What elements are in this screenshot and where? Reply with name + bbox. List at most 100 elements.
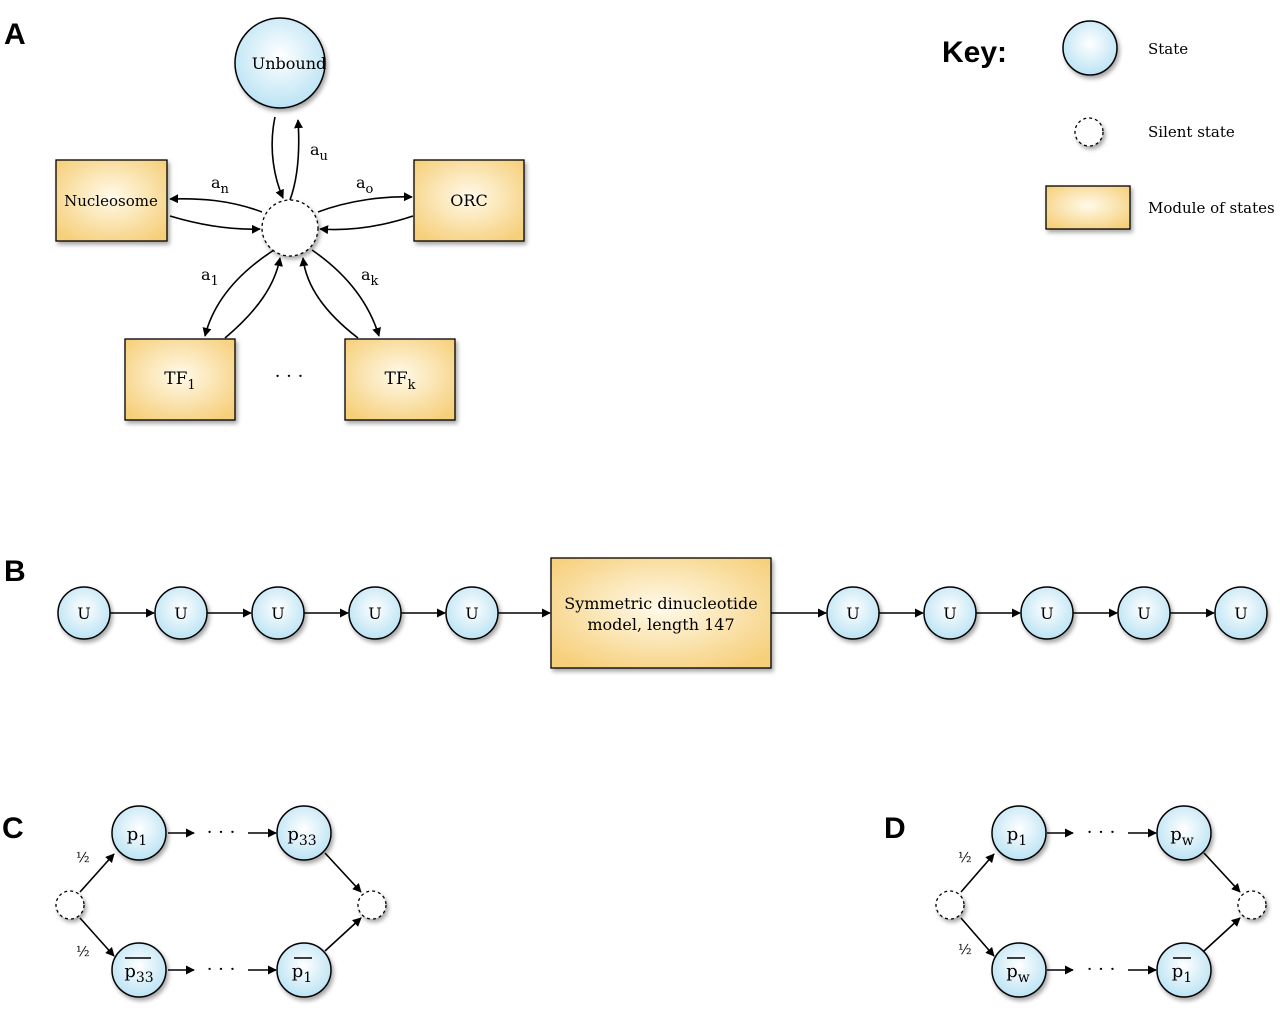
label-a-n: an: [211, 173, 230, 197]
nucleosome-module: [55, 159, 168, 242]
panel-b-letter: B: [4, 555, 26, 588]
u-label-left-3: U: [271, 604, 284, 623]
u-state-right-2: [923, 586, 977, 640]
c-end-silent: [357, 890, 387, 920]
d-edge-top-to-end: [1203, 852, 1241, 893]
d-start-silent: [935, 890, 965, 920]
c-edge-start-to-bottom: [79, 917, 115, 957]
key-module-symbol: [1045, 185, 1131, 230]
orc-label: ORC: [450, 191, 487, 210]
panel-c-letter: C: [2, 812, 24, 845]
u-label-right-4: U: [1137, 604, 1150, 623]
panel-c: p1 p33 p33 p1 · · · · · · ½ ½: [55, 805, 387, 998]
edge-silent-to-tfk: [311, 249, 381, 337]
module-label-line1: Symmetric dinucleotide: [564, 594, 757, 613]
key-state-symbol: [1062, 20, 1118, 76]
edge-silent-to-nucleosome: [169, 194, 263, 213]
edge-unbound-to-silent: [271, 116, 284, 199]
key-title: Key:: [942, 36, 1007, 69]
d-edge-start-to-bottom: [960, 917, 995, 957]
edge-tfk-to-silent: [299, 257, 359, 339]
u-state-right-3: [1020, 586, 1074, 640]
key: Key: State Silent state Module of states: [942, 20, 1275, 230]
edge-silent-to-tf1: [202, 249, 275, 337]
d-state-p1: [991, 805, 1047, 861]
d-label-pw: pw: [1170, 824, 1194, 849]
c-state-p33: [276, 805, 332, 861]
c-state-p1-bar: [276, 942, 332, 998]
u-state-right-4: [1117, 586, 1171, 640]
d-top-ellipsis: · · ·: [1087, 822, 1116, 843]
c-label-p1-bar: p1: [292, 961, 312, 986]
c-prob-bottom: ½: [76, 944, 90, 960]
edge-silent-to-orc: [317, 192, 413, 213]
nucleosome-label: Nucleosome: [64, 192, 158, 210]
d-label-p1-bar: p1: [1172, 961, 1192, 986]
label-a-u: au: [310, 140, 328, 164]
u-label-right-5: U: [1234, 604, 1247, 623]
c-bottom-ellipsis: · · ·: [207, 959, 236, 980]
panel-a-silent-state: [261, 199, 319, 257]
panel-d: p1 pw pw p1 · · · · · · ½ ½: [935, 805, 1267, 998]
label-a-1: a1: [201, 265, 219, 289]
module-label-line2: model, length 147: [587, 615, 734, 634]
d-edge-start-to-top: [960, 853, 995, 893]
d-label-pw-bar: pw: [1006, 961, 1030, 986]
c-label-p33: p33: [287, 824, 316, 849]
c-label-p1: p1: [127, 824, 147, 849]
d-state-pw: [1156, 805, 1212, 861]
c-start-silent: [55, 890, 85, 920]
tf1-module: [124, 338, 236, 421]
c-prob-top: ½: [76, 850, 90, 866]
panel-a: Unbound Nucleosome ORC TF1 TFk · · · au …: [55, 17, 525, 421]
edge-silent-to-unbound: [289, 119, 304, 201]
edge-nucleosome-to-silent: [169, 215, 261, 234]
u-state-right-5: [1214, 586, 1268, 640]
u-label-left-1: U: [77, 604, 90, 623]
panel-d-letter: D: [884, 812, 906, 845]
d-end-silent: [1237, 890, 1267, 920]
d-state-p1-bar: [1156, 942, 1212, 998]
d-bottom-ellipsis: · · ·: [1087, 959, 1116, 980]
u-label-right-3: U: [1040, 604, 1053, 623]
panel-b: Symmetric dinucleotide model, length 147…: [57, 557, 1268, 669]
tfk-label: TFk: [384, 369, 415, 393]
u-state-right-1: [826, 586, 880, 640]
label-a-o: ao: [356, 173, 374, 197]
unbound-label: Unbound: [252, 54, 327, 73]
symmetric-dinucleotide-module: [550, 557, 772, 669]
tf-ellipsis: · · ·: [275, 366, 304, 387]
c-edge-start-to-top: [79, 853, 115, 893]
u-state-left-1: [57, 586, 111, 640]
d-prob-top: ½: [958, 850, 972, 866]
key-state-label: State: [1148, 40, 1188, 58]
u-state-left-4: [348, 586, 402, 640]
u-state-left-3: [251, 586, 305, 640]
u-state-left-2: [154, 586, 208, 640]
panel-a-letter: A: [4, 18, 26, 51]
key-silent-label: Silent state: [1148, 123, 1235, 141]
key-module-label: Module of states: [1148, 199, 1275, 217]
unbound-state: [234, 17, 326, 109]
tfk-module: [344, 338, 456, 421]
edge-orc-to-silent: [319, 215, 414, 235]
c-top-ellipsis: · · ·: [207, 822, 236, 843]
u-label-left-4: U: [368, 604, 381, 623]
label-a-k: ak: [361, 265, 379, 289]
u-label-right-1: U: [846, 604, 859, 623]
u-state-left-5: [445, 586, 499, 640]
tf1-label: TF1: [164, 369, 195, 393]
edge-tf1-to-silent: [224, 257, 283, 339]
d-state-pw-bar: [991, 942, 1047, 998]
orc-module: [413, 159, 525, 242]
u-label-left-5: U: [465, 604, 478, 623]
key-silent-symbol: [1074, 117, 1104, 147]
d-label-p1: p1: [1007, 824, 1027, 849]
u-label-left-2: U: [174, 604, 187, 623]
d-prob-bottom: ½: [958, 942, 972, 958]
c-label-p33-bar: p33: [124, 961, 153, 986]
c-state-p33-bar: [111, 942, 167, 998]
c-state-p1: [111, 805, 167, 861]
